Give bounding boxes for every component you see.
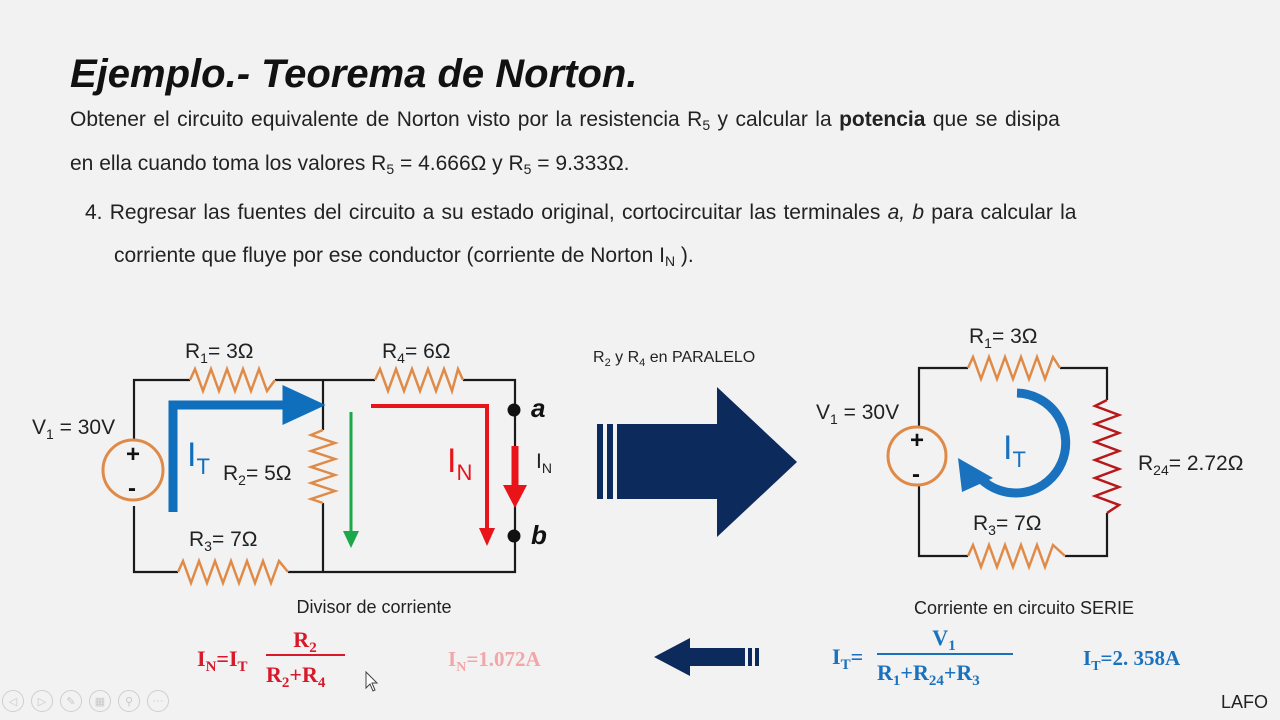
- pen-icon: ✎: [66, 695, 76, 708]
- back-arrow: [654, 638, 759, 676]
- r3-right-label: R3= 7Ω: [973, 512, 1041, 538]
- v1-voltage-source: [101, 438, 165, 502]
- svg-text:V1: V1: [932, 625, 955, 654]
- it-arrow-head: [285, 391, 316, 419]
- r4-resistor: [373, 365, 465, 396]
- terminal-a-dot: [507, 403, 521, 417]
- step-line-1: 4. Regresar las fuentes del circuito a s…: [85, 201, 1077, 224]
- svg-text:R2+R4: R2+R4: [266, 662, 326, 691]
- in-small-label: IN: [536, 450, 552, 476]
- right-circuit-wires: [917, 366, 1109, 558]
- r1-right-resistor: [966, 353, 1062, 383]
- in-short-arrow-head: [503, 485, 527, 508]
- r3-resistor: [176, 557, 289, 587]
- it-formula: IT= V1 R1+R24+R3 IT=2. 358A: [832, 625, 1181, 689]
- presentation-toolbar: ◁ ▷ ✎ ▦ ⚲ ···: [2, 690, 169, 712]
- it-label: IT: [187, 436, 210, 479]
- slides-button[interactable]: ▦: [89, 690, 111, 712]
- r1-right-label: R1= 3Ω: [969, 325, 1037, 351]
- zoom-icon: ⚲: [124, 695, 134, 708]
- r24-resistor: [1091, 398, 1123, 515]
- in-label: IN: [447, 442, 472, 485]
- mouse-cursor-icon: [365, 670, 379, 692]
- step-line-2: corriente que fluye por ese conductor (c…: [114, 244, 694, 269]
- back-button[interactable]: ◁: [2, 690, 24, 712]
- source-plus-sign: +: [126, 441, 140, 468]
- v1-label: V1 = 30V: [32, 416, 115, 442]
- r3-right-resistor: [966, 541, 1066, 571]
- zoom-button[interactable]: ⚲: [118, 690, 140, 712]
- r2-label: R2= 5Ω: [223, 462, 291, 488]
- v1-right-voltage-source: [886, 425, 948, 487]
- parallel-caption: R2 y R4 en PARALELO: [593, 349, 755, 369]
- svg-text:IT=2. 358A: IT=2. 358A: [1083, 646, 1181, 674]
- left-caption: Divisor de corriente: [296, 597, 451, 617]
- it-circular-arrow-head: [958, 458, 993, 492]
- r1-resistor: [188, 365, 277, 395]
- right-source-minus-sign: -: [912, 461, 920, 488]
- right-caption: Corriente en circuito SERIE: [914, 598, 1134, 618]
- page-title: Ejemplo.- Teorema de Norton.: [70, 52, 638, 96]
- right-source-plus-sign: +: [910, 427, 924, 454]
- r2-resistor: [307, 428, 339, 505]
- source-minus-sign: -: [128, 475, 136, 502]
- next-button[interactable]: ▷: [31, 690, 53, 712]
- terminal-b-dot: [507, 529, 521, 543]
- it-circular-arrow: [976, 388, 1071, 498]
- in-formula: IN=IT R2 R2+R4: [197, 627, 345, 691]
- in-result: IN=1.072A: [448, 647, 542, 675]
- terminal-a-label: a: [531, 393, 545, 423]
- step-number: 4.: [85, 201, 103, 224]
- next-icon: ▷: [37, 695, 47, 708]
- big-navy-arrow: [597, 387, 797, 537]
- svg-text:IN=IT: IN=IT: [197, 646, 248, 675]
- green-arrow-head: [343, 531, 359, 548]
- back-icon: ◁: [8, 695, 18, 708]
- svg-text:R1+R24+R3: R1+R24+R3: [877, 660, 980, 689]
- svg-text:R2: R2: [293, 627, 316, 656]
- in-arrow-head: [479, 528, 495, 546]
- it-right-label: IT: [1003, 429, 1026, 472]
- slides-icon: ▦: [94, 695, 106, 708]
- r1-label: R1= 3Ω: [185, 340, 253, 366]
- author-label: LAFO: [1221, 692, 1269, 712]
- r3-label: R3= 7Ω: [189, 528, 257, 554]
- more-button[interactable]: ···: [147, 690, 169, 712]
- r4-label: R4= 6Ω: [382, 340, 450, 366]
- terminal-b-label: b: [531, 520, 547, 550]
- svg-text:IT=: IT=: [832, 644, 863, 673]
- r24-label: R24= 2.72Ω: [1138, 452, 1243, 478]
- statement-line-2: en ella cuando toma los valores R5 = 4.6…: [70, 152, 630, 177]
- in-current-path: [371, 404, 489, 532]
- pen-button[interactable]: ✎: [60, 690, 82, 712]
- statement-line-1: Obtener el circuito equivalente de Norto…: [70, 108, 1060, 133]
- v1-right-label: V1 = 30V: [816, 401, 899, 427]
- more-icon: ···: [152, 695, 164, 707]
